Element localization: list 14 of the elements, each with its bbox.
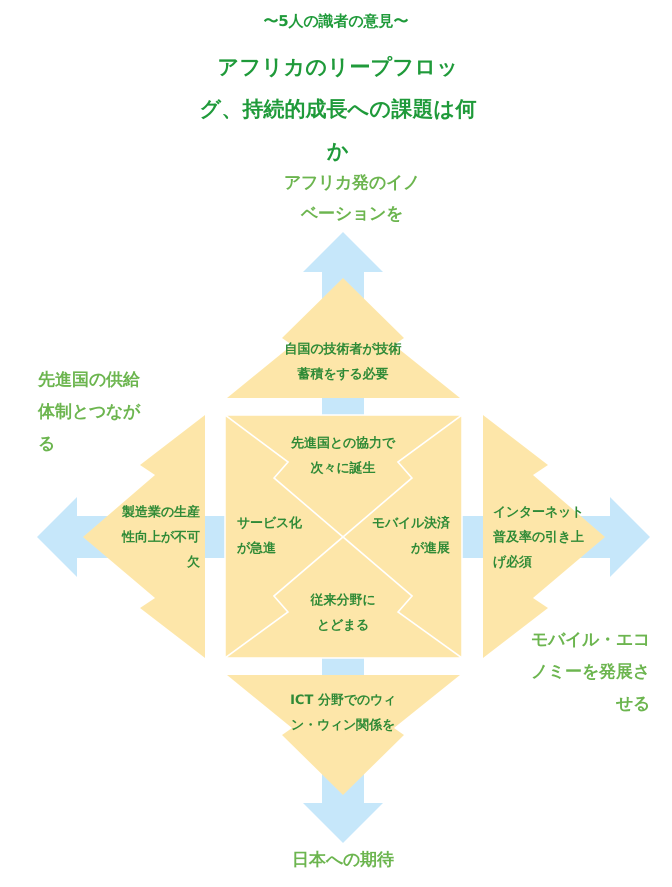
outcome-label: 先進国の供給体制とつながる xyxy=(38,369,142,456)
panel-text: モバイル決済が進展 xyxy=(370,514,450,558)
title: アフリカのリープフロッグ、持続的成長への課題は何か xyxy=(198,54,478,165)
outcome-label: モバイル・エコノミーを発展させる xyxy=(530,629,650,716)
panel-text: インターネット普及率の引き上げ必須 xyxy=(493,504,585,572)
panel-text: 自国の技術者が技術蓄積をする必要 xyxy=(283,341,402,384)
panel-text: 従来分野にとどまる xyxy=(309,592,376,635)
outcome-label: 日本への期待 xyxy=(291,849,395,872)
panel-text: サービス化が急進 xyxy=(237,515,303,558)
panel-text: ICT 分野でのウィン・ウィン関係を xyxy=(289,692,397,735)
panel-text: 製造業の生産性向上が不可欠 xyxy=(120,504,200,572)
subtitle: 〜5人の識者の意見〜 xyxy=(262,11,410,32)
outcome-label: アフリカ発のイノベーションを xyxy=(283,172,421,226)
panel-text: 先進国との協力で次々に誕生 xyxy=(290,435,396,478)
